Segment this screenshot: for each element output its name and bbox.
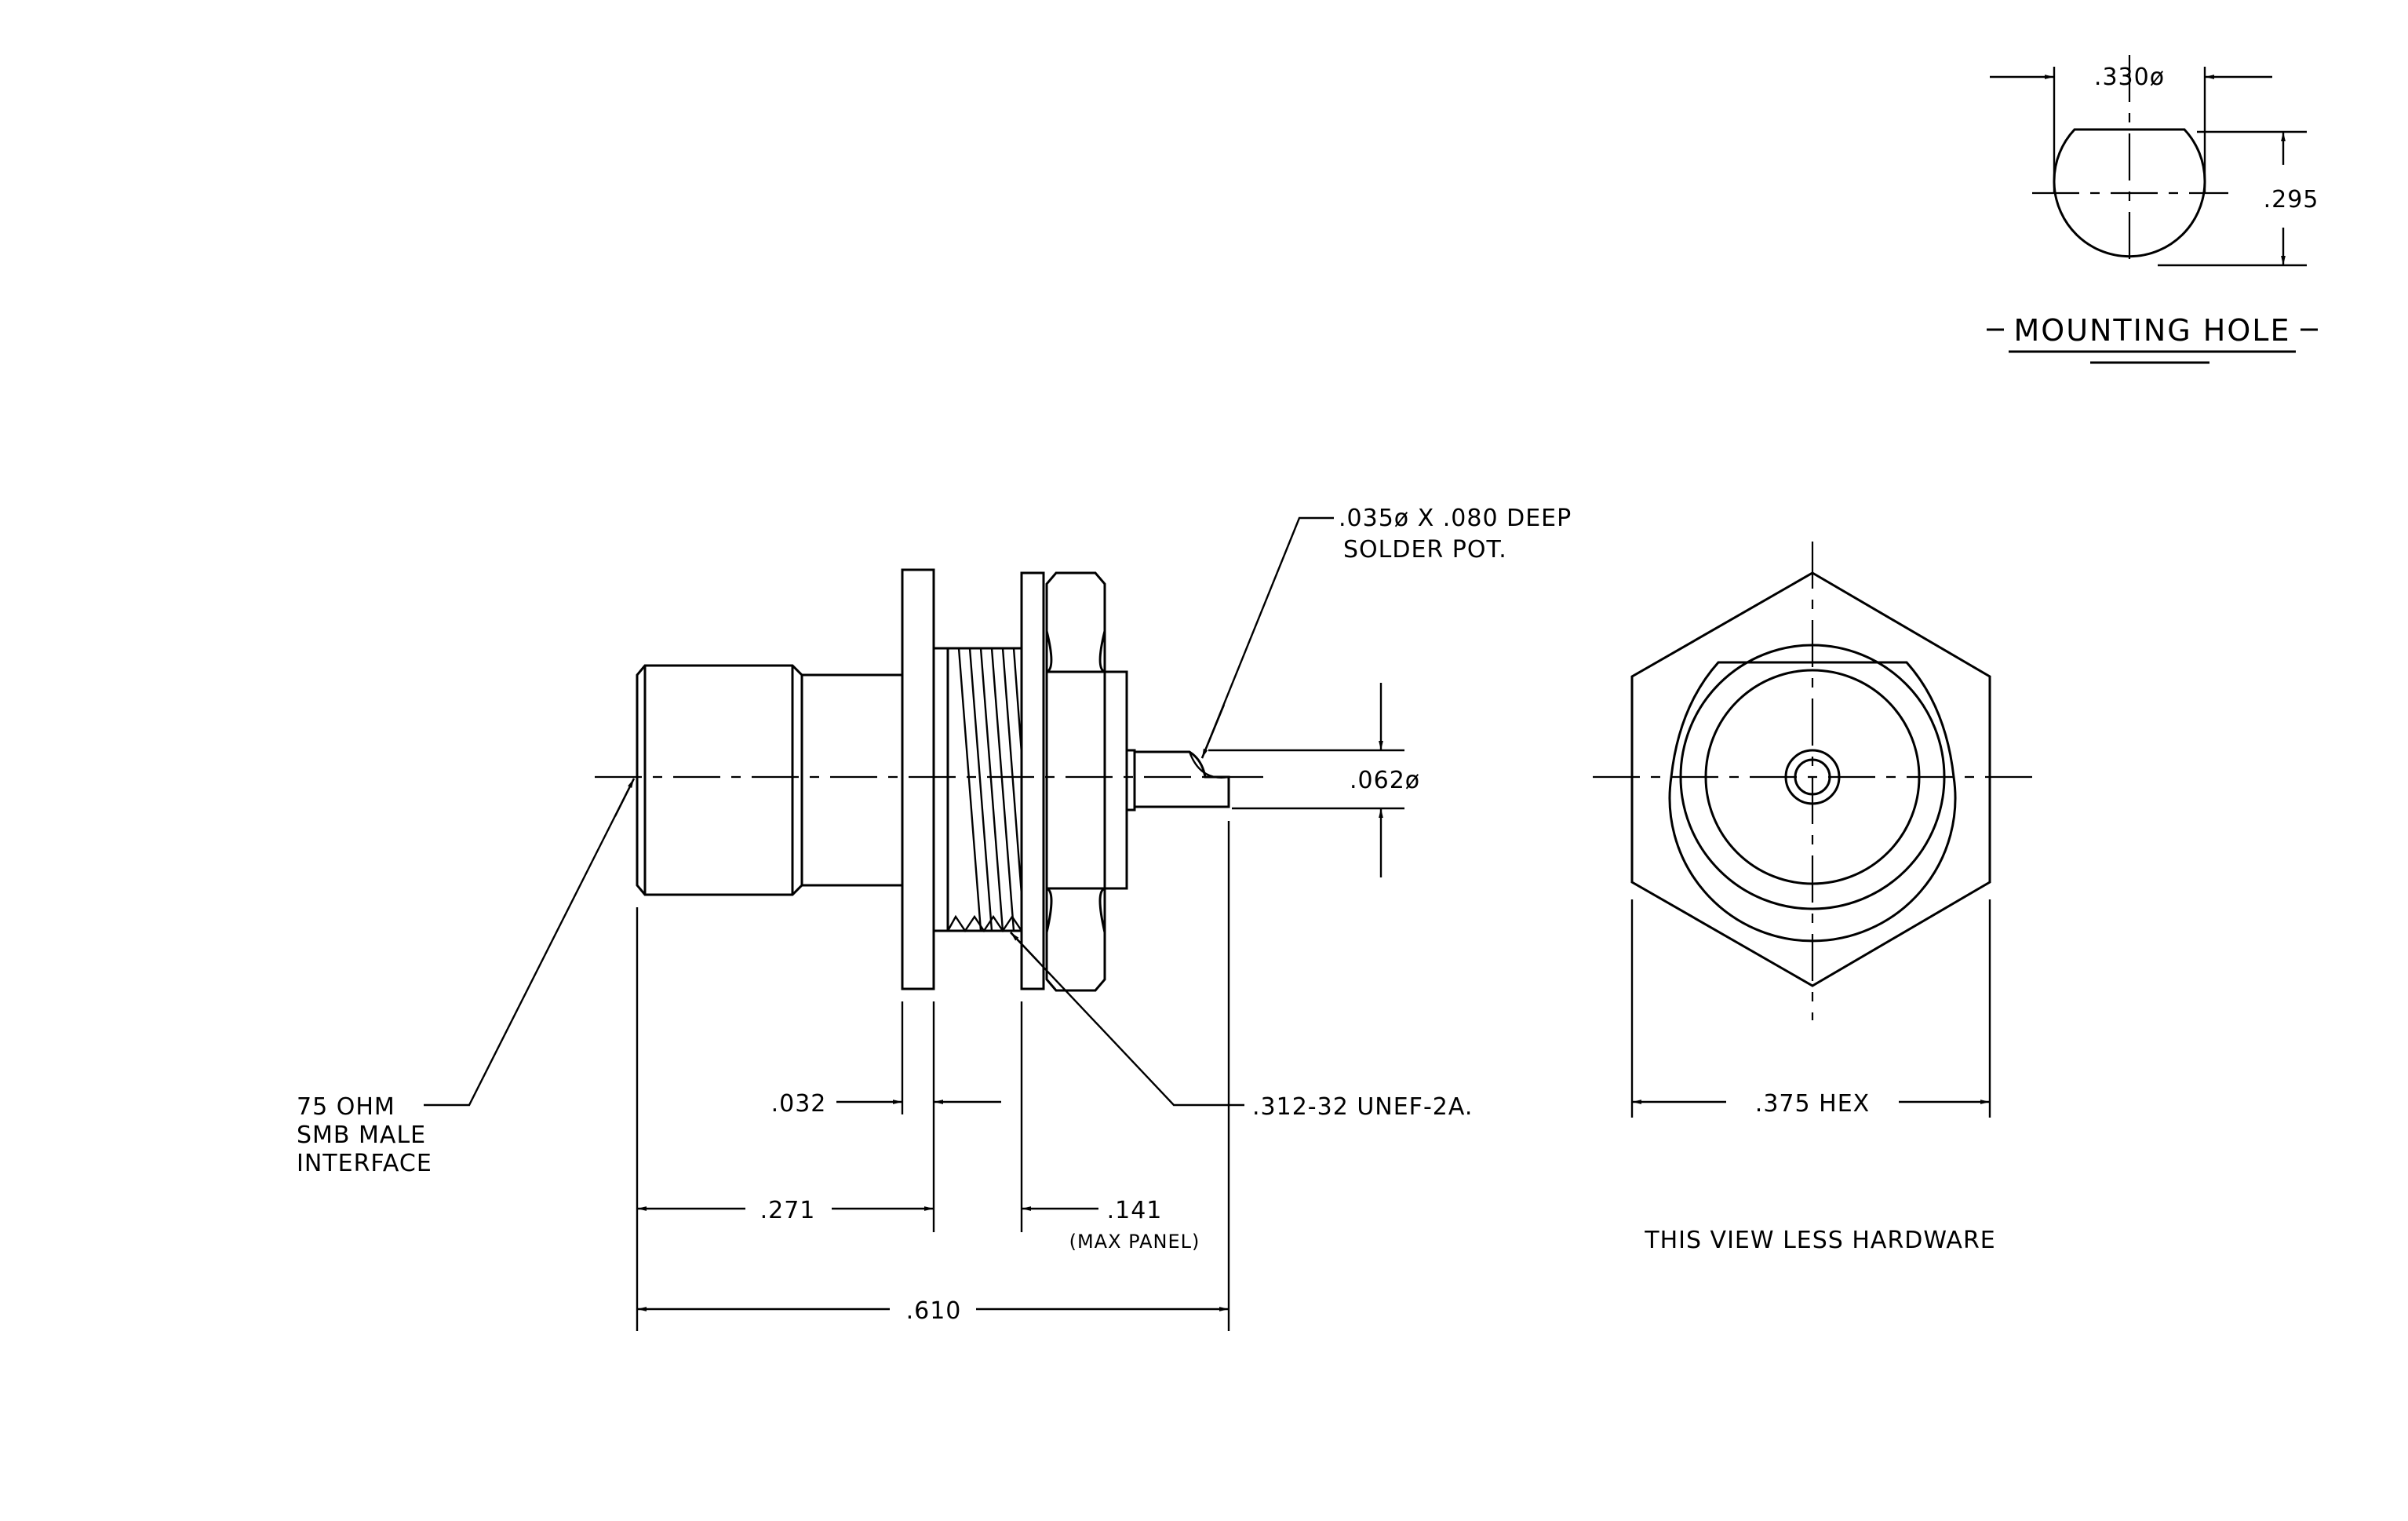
mounting-hole-title: MOUNTING HOLE [2014, 313, 2291, 348]
thread-lines [957, 647, 1023, 932]
interface-leader-arrow [614, 778, 636, 817]
hole-width-label: .330ø [2094, 64, 2165, 91]
thread-root-teeth [946, 914, 1022, 933]
smb-interface-body [636, 664, 904, 896]
interface-line3: INTERFACE [297, 1150, 432, 1177]
body-flange [901, 568, 935, 990]
solder-pot-leader-arrow [1200, 704, 1226, 759]
lock-washer [1020, 571, 1045, 990]
end-view: .375 HEX THIS VIEW LESS HARDWARE [1593, 542, 2032, 1254]
solder-pot-line1: .035ø X .080 DEEP [1339, 505, 1572, 532]
pin-diameter-label: .062ø [1350, 767, 1420, 794]
dim-032-label: .032 [771, 1090, 827, 1118]
thread-leader [1010, 932, 1244, 1107]
mounting-hole-view: .330ø .295 MOUNTING HOLE [1987, 55, 2319, 364]
thread-callout: .312-32 UNEF-2A. [1252, 1093, 1473, 1121]
solder-pot-line2: SOLDER POT. [1343, 536, 1507, 564]
interface-leader [424, 778, 636, 1107]
hole-height-label: .295 [2264, 186, 2319, 213]
thread-leader-arrow [1010, 932, 1040, 963]
solder-pot-cut [1188, 751, 1230, 779]
hex-nut-facet-top [1045, 630, 1106, 673]
rear-shoulder [1103, 670, 1128, 890]
solder-contact-pin [1133, 750, 1230, 808]
hex-outline [1630, 571, 1991, 987]
solder-pot-leader [1200, 516, 1334, 759]
dim-610-label: .610 [906, 1297, 962, 1325]
dim-271-label: .271 [760, 1197, 816, 1224]
interface-line2: SMB MALE [297, 1122, 426, 1149]
hex-nut [1045, 571, 1106, 992]
dim-141-label: .141 [1107, 1197, 1163, 1224]
hex-dim-label: .375 HEX [1755, 1090, 1870, 1118]
end-view-note: THIS VIEW LESS HARDWARE [1644, 1227, 1996, 1254]
side-view: .062ø .035ø X .080 DEEP SOLDER POT. 75 O… [297, 505, 1572, 1331]
interface-line1: 75 OHM [297, 1093, 395, 1121]
dim-141-note: (MAX PANEL) [1069, 1231, 1200, 1253]
hex-nut-facet-bottom [1045, 887, 1106, 933]
